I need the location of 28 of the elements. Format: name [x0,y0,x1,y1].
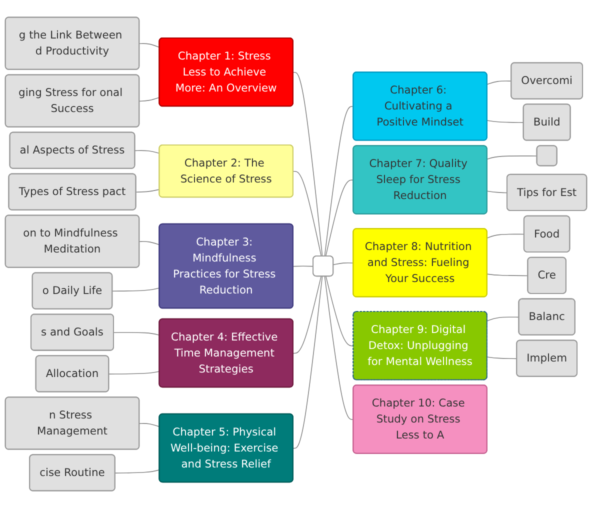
connector [324,276,354,420]
connector [333,262,354,266]
connector [114,469,160,474]
connector [139,241,160,246]
connector [292,170,322,257]
connector [324,106,354,257]
connector [292,266,314,267]
connector [326,276,354,346]
connector [486,190,508,194]
connector [486,316,520,322]
connector [486,120,524,123]
connector [486,234,525,238]
connector [325,180,354,257]
connector [139,97,160,102]
connector [134,150,160,154]
connector [486,80,512,85]
connector [112,288,160,292]
connector [113,332,160,336]
connector [486,156,538,160]
connector [139,423,160,428]
connector [292,276,322,354]
connector [136,189,160,193]
connector [108,370,160,374]
connector [292,276,323,449]
connector [292,72,323,257]
connector [486,274,528,276]
connector [139,43,160,48]
connector [486,356,518,360]
